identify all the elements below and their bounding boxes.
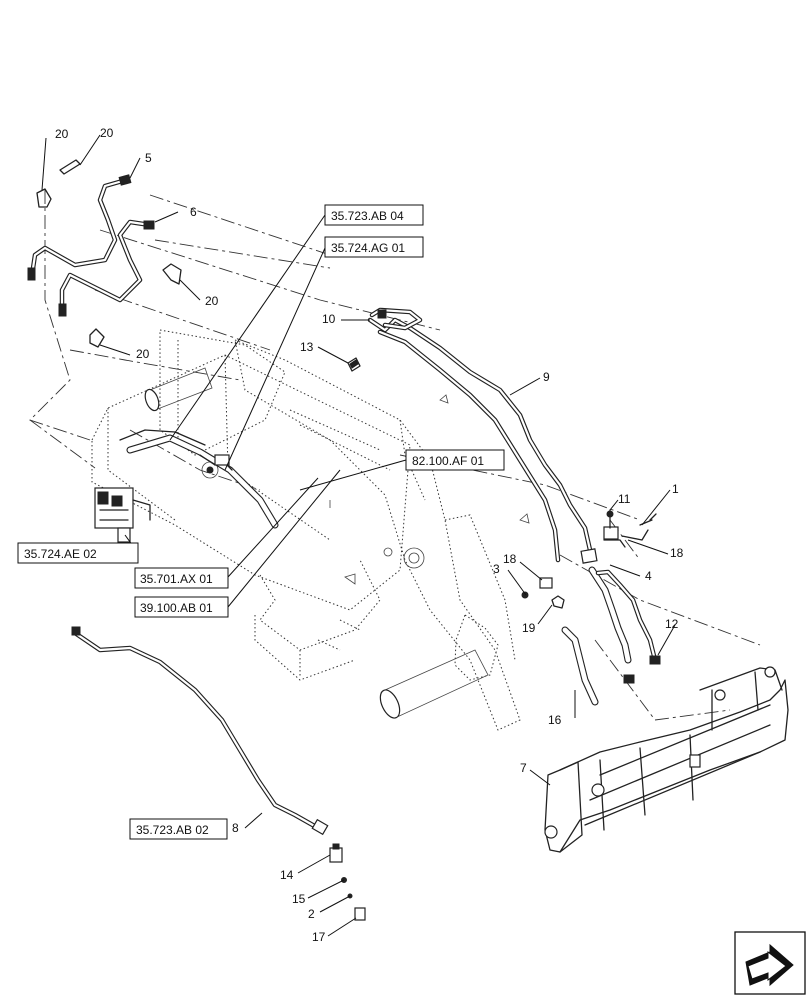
ref-35-723-ab-02-label: 35.723.AB 02 xyxy=(136,823,209,837)
ref-35-724-ae-02-label: 35.724.AE 02 xyxy=(24,547,97,561)
callout-15: 15 xyxy=(292,892,306,906)
callout-20-b: 20 xyxy=(100,126,114,140)
phantom-lines xyxy=(29,190,761,721)
callout-5: 5 xyxy=(145,151,152,165)
control-valve xyxy=(94,487,151,543)
callout-2: 2 xyxy=(308,907,315,921)
ref-39-100-ab-01[interactable]: 39.100.AB 01 xyxy=(134,596,229,618)
callout-10: 10 xyxy=(322,312,336,326)
callout-16: 16 xyxy=(548,713,562,727)
right-hoses xyxy=(521,509,661,706)
callout-20-d: 20 xyxy=(136,347,150,361)
callout-6: 6 xyxy=(190,205,197,219)
ref-82-100-af-01-label: 82.100.AF 01 xyxy=(412,454,484,468)
leader-lines xyxy=(41,134,676,937)
callout-13: 13 xyxy=(300,340,314,354)
ref-35-701-ax-01-label: 35.701.AX 01 xyxy=(140,572,213,586)
ref-35-724-ag-01-label: 35.724.AG 01 xyxy=(331,241,405,255)
callout-11: 11 xyxy=(618,492,631,506)
callout-12: 12 xyxy=(665,617,679,631)
callout-1: 1 xyxy=(672,482,679,496)
tube-assembly-9 xyxy=(347,307,593,563)
top-left-hoses xyxy=(27,159,182,348)
front-arrow-icon xyxy=(734,931,806,995)
valve-lines xyxy=(119,429,279,529)
ref-35-724-ae-02[interactable]: 35.724.AE 02 xyxy=(17,542,139,564)
ref-39-100-ab-01-label: 39.100.AB 01 xyxy=(140,601,213,615)
callout-17: 17 xyxy=(312,930,326,944)
callout-3: 3 xyxy=(493,562,500,576)
ref-82-100-af-01[interactable]: 82.100.AF 01 xyxy=(405,449,505,471)
callout-20-a: 20 xyxy=(55,127,69,141)
callout-18-right: 18 xyxy=(670,546,684,560)
ref-35-723-ab-04[interactable]: 35.723.AB 04 xyxy=(324,204,424,226)
coupler-frame xyxy=(544,666,789,853)
callout-18-left: 18 xyxy=(503,552,517,566)
ref-35-701-ax-01[interactable]: 35.701.AX 01 xyxy=(134,567,229,589)
ref-35-724-ag-01[interactable]: 35.724.AG 01 xyxy=(324,236,424,258)
ref-35-723-ab-04-label: 35.723.AB 04 xyxy=(331,209,404,223)
ref-35-723-ab-02[interactable]: 35.723.AB 02 xyxy=(129,818,228,840)
callout-14: 14 xyxy=(280,868,294,882)
callout-labels: 20 20 5 6 20 20 10 13 9 11 1 18 18 3 4 1… xyxy=(55,126,684,944)
callout-19: 19 xyxy=(522,621,536,635)
callout-8: 8 xyxy=(232,821,239,835)
callout-20-c: 20 xyxy=(205,294,219,308)
callout-4: 4 xyxy=(645,569,652,583)
loader-frame xyxy=(91,329,530,731)
callout-7: 7 xyxy=(520,761,527,775)
callout-9: 9 xyxy=(543,370,550,384)
tube-8 xyxy=(71,626,366,921)
reference-boxes: 35.723.AB 04 35.724.AG 01 82.100.AF 01 3… xyxy=(17,204,505,840)
